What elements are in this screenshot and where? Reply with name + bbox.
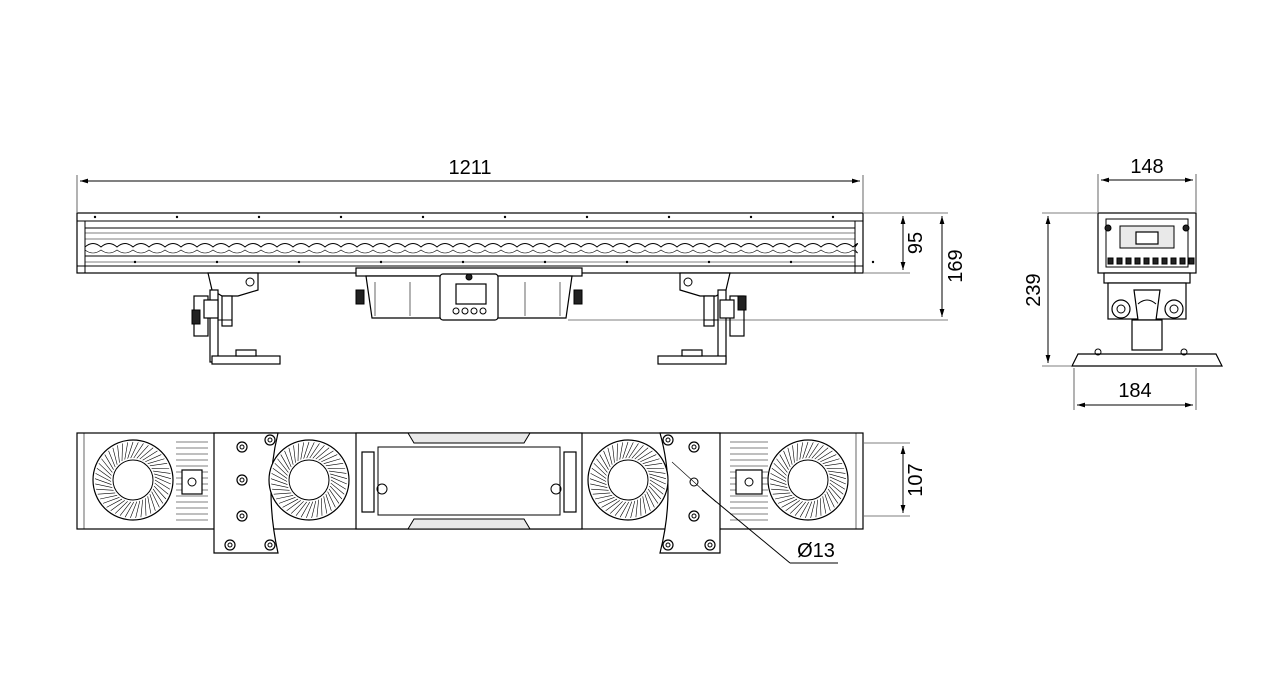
front-view: 1211 95 169 xyxy=(76,157,967,365)
right-bracket xyxy=(657,272,747,365)
led-lens-row xyxy=(84,243,859,254)
cooling-fan xyxy=(587,439,669,521)
dim-side-base-width: 184 xyxy=(1118,380,1151,402)
control-box xyxy=(355,267,583,321)
display-screen xyxy=(455,283,487,305)
cooling-fan xyxy=(92,439,174,521)
dim-front-total-height: 169 xyxy=(945,249,967,282)
dim-hole-diameter: Ø13 xyxy=(797,540,835,562)
bottom-view: Ø13 107 xyxy=(76,432,927,564)
mounting-hole xyxy=(689,477,699,487)
cooling-fan xyxy=(767,439,849,521)
dim-side-height: 239 xyxy=(1023,273,1045,306)
dim-bottom-depth: 107 xyxy=(905,463,927,496)
side-view: 148 239 184 xyxy=(1023,156,1223,410)
bottom-control-housing xyxy=(355,432,583,530)
cooling-fan xyxy=(268,439,350,521)
dim-front-length: 1211 xyxy=(448,157,491,179)
dim-side-width-top: 148 xyxy=(1130,156,1163,178)
left-bracket xyxy=(191,272,281,365)
dim-front-body-height: 95 xyxy=(905,232,927,254)
